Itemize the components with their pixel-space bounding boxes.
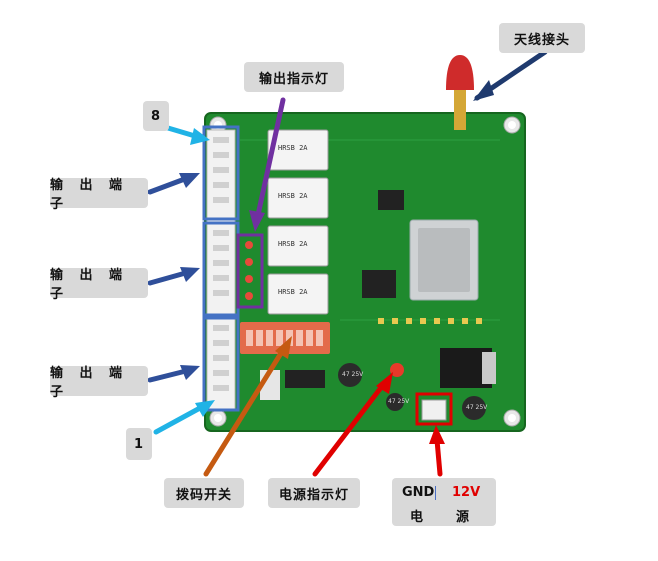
terminal-block [206,129,236,411]
power-led [390,363,404,377]
yuan-text: 源 [456,510,470,525]
output-terminal-label-top: 输 出 端 子 [50,178,148,212]
output-leds [245,241,253,300]
relay-label-2: HRSB 2A [278,192,308,200]
voltage-regulator [440,348,496,388]
output-led-label: 输出指示灯 [244,62,344,92]
antenna-connector [446,55,474,130]
channel-1-label: 1 [126,428,152,460]
separator [435,486,436,500]
antenna-label: 天线接头 [499,23,585,53]
power-led-label: 电源指示灯 [268,478,360,508]
gnd-text: GND [402,485,435,500]
terminal-box-top [202,125,240,221]
annotation-arrows [147,49,548,477]
relay-label-1: HRSB 2A [278,144,308,152]
ic-chips [260,190,404,400]
power-input-label: GND 12V 电 源 [392,478,496,526]
dip-switch [240,322,330,354]
12v-text: 12V [452,485,481,500]
output-terminal-label-middle: 输 出 端 子 [50,268,148,302]
output-terminal-label-bottom: 输 出 端 子 [50,366,148,400]
rf-shield [409,219,479,301]
cap-label-2: 47 25V [466,404,488,411]
relays: HRSB 2A HRSB 2A HRSB 2A HRSB 2A [267,129,329,315]
capacitors: 47 25V 47 25V 47 25V [338,363,488,420]
power-connector-box [415,392,453,426]
power-connector [421,399,447,421]
cap-label-3: 47 25V [388,398,410,405]
pin-header [378,318,482,324]
dip-switch-label: 拨码开关 [164,478,244,508]
dian-text: 电 [410,510,424,525]
relay-label-3: HRSB 2A [278,240,308,248]
led-box [236,233,264,309]
channel-8-label: 8 [143,101,169,131]
relay-label-4: HRSB 2A [278,288,308,296]
cap-label-1: 47 25V [342,371,364,378]
terminal-box-bottom [202,316,240,412]
